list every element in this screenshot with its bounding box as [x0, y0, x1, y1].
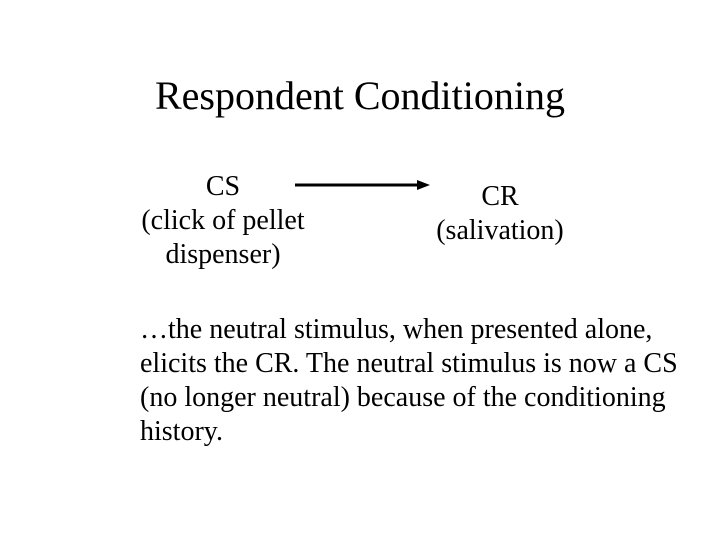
body-paragraph: …the neutral stimulus, when presented al…: [140, 314, 678, 447]
arrow-head: [417, 180, 430, 190]
cs-to-cr-arrow: [295, 180, 430, 190]
cs-label: CS: [205, 171, 241, 202]
cr-label: CR: [481, 181, 519, 212]
cs-detail-line2: dispenser): [165, 239, 281, 270]
cr-detail: (salivation): [436, 215, 564, 246]
cs-node: CS (click of pellet dispenser): [118, 170, 328, 272]
cs-detail-line1: (click of pellet: [141, 205, 305, 236]
cr-node: CR (salivation): [410, 180, 590, 248]
slide-title: Respondent Conditioning: [155, 73, 565, 118]
